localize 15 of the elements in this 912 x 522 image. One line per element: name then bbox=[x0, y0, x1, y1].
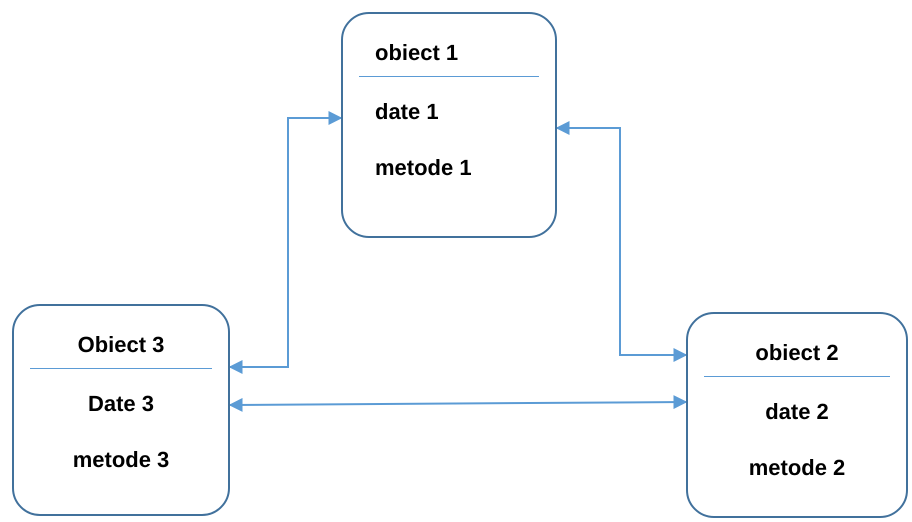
connector-arrow bbox=[228, 395, 688, 412]
class-name: obiect 1 bbox=[374, 40, 460, 67]
connector-arrow bbox=[556, 121, 688, 362]
class-name: Obiect 3 bbox=[76, 332, 166, 359]
member-text: date 1 bbox=[374, 99, 440, 125]
member-text: metode 2 bbox=[748, 455, 846, 481]
class-name: obiect 2 bbox=[754, 340, 840, 367]
member-text: date 2 bbox=[764, 399, 830, 425]
member-text: metode 1 bbox=[374, 155, 473, 181]
member-text: metode 3 bbox=[72, 447, 170, 473]
member-text: Date 3 bbox=[86, 391, 156, 417]
class-box bbox=[12, 304, 230, 516]
class-box bbox=[341, 12, 557, 238]
class-box bbox=[686, 312, 908, 518]
connector-arrow bbox=[228, 111, 342, 374]
